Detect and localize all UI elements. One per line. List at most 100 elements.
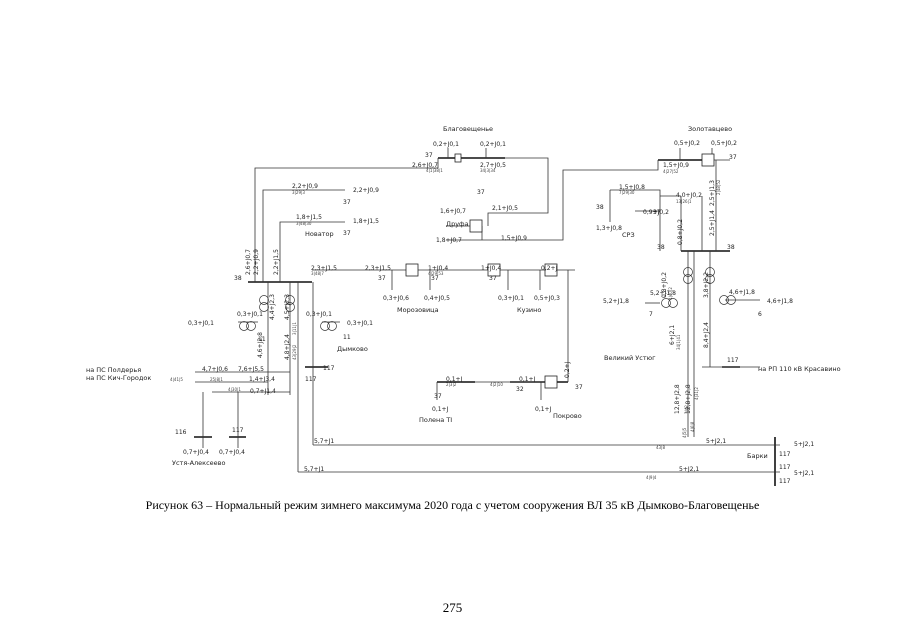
flow-value: 4,8+J2,4 [284,334,291,360]
flow-value: 0,1+J [519,376,536,383]
tiny-label: 4|41|5 [170,377,183,382]
flow-value: 1,8+J0,7 [436,237,462,244]
flow-value: 0,2+J0,1 [480,141,506,148]
flow-value: 1,6+J0,7 [440,208,466,215]
flow-value: 0,3+J0,1 [498,295,524,302]
flow-value: 116 [175,429,187,436]
node-kuzino: Кузино [517,306,541,314]
tiny-label: 4|27|52 [663,169,679,174]
node-to-kich: на ПС Кич-Городок [86,374,151,382]
flow-value: 0,7+J1,4 [250,388,276,395]
node-blagoveshchenie: Благовещенье [443,125,493,133]
flow-value: 117 [323,365,335,372]
flow-value: 38 [596,204,604,211]
flow-value: 2,3+J1,5 [311,265,337,272]
page-number: 275 [442,600,463,615]
node-morozovitsa: Морозовица [397,306,439,314]
flow-value: 1+J0,4 [481,265,501,272]
switch-pokrovo [544,375,558,389]
tiny-label: 4|6|8 [690,421,695,432]
network-lines [194,148,780,486]
flow-value: 4,4+J2,3 [269,294,276,320]
tiny-label: 34|1|41 [676,334,681,350]
flow-value: 1,5+J0,8 [619,184,645,191]
switch-boxes [405,153,715,389]
flow-value: 4,6+J1,8 [729,289,755,296]
switch-morozovitsa [405,263,419,277]
tiny-label: 3|48|30 [296,221,312,226]
node-zolotavtsevo: Золотавцево [688,125,732,133]
node-barki: Барки [747,452,768,460]
flow-value: 37 [477,189,485,196]
flow-value: 0,2+J [564,361,571,378]
tiny-label: 43|29|2 [292,344,297,360]
flow-value: 117 [305,376,317,383]
tiny-label: 4|5|5 [682,427,687,438]
flow-value: 0,5+J0,2 [674,140,700,147]
flow-value: 2,5+J1,4 [709,210,716,236]
flow-value: 7 [649,311,653,318]
flow-value: 117 [779,464,791,471]
flow-value: 1,8+J1,5 [296,214,322,221]
flow-value: 37 [434,393,442,400]
tiny-label: 43|8 [656,445,665,450]
tiny-label: 3|29|3 [292,190,305,195]
flow-value: 38 [657,244,665,251]
flow-value: 2,2+J1,5 [273,249,280,275]
flow-value: 6 [758,311,762,318]
flow-value: 5,7+J1 [304,466,324,473]
flow-value: 5+J2,1 [794,470,814,477]
flow-value: 1,3+J0,8 [596,225,622,232]
flow-value: 4,6+J1,8 [767,298,793,305]
flow-value: 37 [378,275,386,282]
flow-value: 8,4+J2,4 [703,322,710,348]
flow-value: 0,3+J0,6 [383,295,409,302]
flow-value: 2,6+J0,7 [245,249,252,275]
flow-value: 2,1+J0,5 [492,205,518,212]
tiny-label: 13|26|1 [676,199,692,204]
flow-value: 37 [489,275,497,282]
node-drufa: Друфа [446,220,469,228]
flow-value: 0,4+J0,5 [424,295,450,302]
flow-value: 0,2+J [541,265,558,272]
transformer-dymkovo-1 [259,295,269,305]
node-pokrovo: Покрово [553,412,582,420]
transformer-vu-2 [705,267,715,277]
tiny-label: 2|3|2 [446,382,457,387]
node-dymkovo: Дымково [337,345,368,353]
flow-value: 5+J2,1 [706,438,726,445]
node-polena: Полена ТI [419,416,452,424]
flow-value: 12,8+J2,8 [685,384,692,414]
flow-value: 37 [343,230,351,237]
flow-value: 0,5+J0,3 [534,295,560,302]
flow-value: 11 [343,334,351,341]
flow-value: 37 [425,152,433,159]
flow-value: 0,8+J0,2 [677,219,684,245]
flow-value: 37 [653,209,661,216]
flow-value: 0,1+J [535,406,552,413]
tiny-label: 4|2|10 [490,382,503,387]
flow-value: 5+J2,1 [679,466,699,473]
tiny-label: 4|30|1 [228,387,241,392]
transformer-dymkovo-2 [285,295,295,305]
tiny-label: 4|1|38|1 [426,168,443,173]
tiny-label: 25|8|1 [210,377,223,382]
flow-value: 7,6+J5,5 [238,366,264,373]
flow-value: 11 [258,336,266,343]
flow-value: 2,3+J1,5 [365,265,391,272]
flow-value: 1,5+J0,9 [501,235,527,242]
flow-value: 0,9+J0,2 [643,209,669,216]
flow-value: 0,7+J0,4 [183,449,209,456]
switch-drufa [469,219,483,233]
flow-value: 0,7+J0,4 [219,449,245,456]
tiny-annotations: 4|1|38|1 34|3|34 3|29|3 3|48|30 4|27|52 … [170,168,721,480]
flow-value: 5,2+J1,8 [650,290,676,297]
flow-value: 2,2+J0,9 [292,183,318,190]
flow-value: 0,8+J0,2 [661,272,668,298]
node-novator: Новатор [305,230,334,238]
flow-value: 5,2+J1,8 [603,298,629,305]
switch-kuzino-2 [544,263,558,277]
flow-value: 4,5+J2,3 [284,294,291,320]
node-names: Благовещенье Золотавцево Друфа Новатор С… [86,125,841,467]
